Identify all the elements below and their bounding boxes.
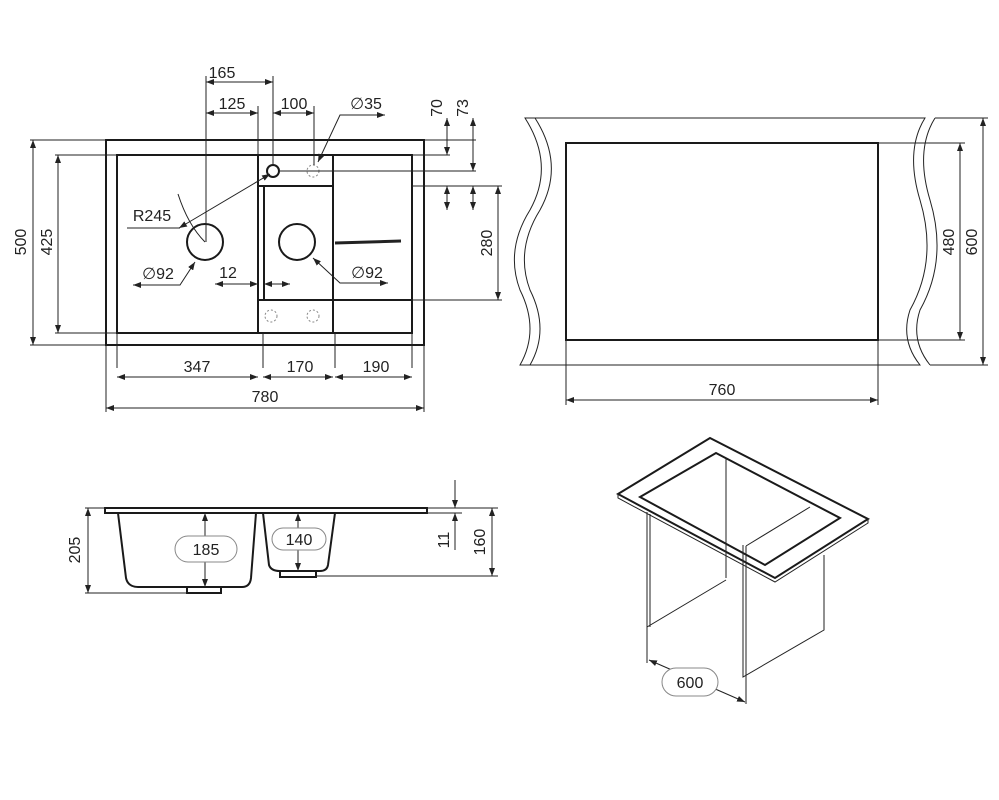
dim-480: 480 bbox=[941, 229, 958, 256]
dim-160: 160 bbox=[472, 529, 489, 556]
sink-deck bbox=[104, 507, 428, 514]
sink-outline bbox=[105, 139, 425, 346]
dim-205: 205 bbox=[67, 537, 84, 564]
dim-185: 185 bbox=[193, 542, 220, 559]
dim-140: 140 bbox=[286, 532, 313, 549]
dim-11: 11 bbox=[436, 532, 453, 549]
dim-425: 425 bbox=[39, 229, 56, 256]
cabinet-view: 600 bbox=[615, 436, 871, 704]
dim-600: 600 bbox=[964, 229, 981, 256]
cutout-rect bbox=[565, 142, 879, 341]
dim-760: 760 bbox=[709, 382, 736, 399]
dim-190: 190 bbox=[363, 359, 390, 376]
dim-73: 73 bbox=[455, 99, 472, 117]
drain-right bbox=[278, 223, 316, 261]
dim-165: 165 bbox=[209, 65, 236, 82]
dim-125: 125 bbox=[219, 96, 246, 113]
side-view: 185 140 205 11 160 bbox=[67, 480, 498, 594]
dim-92-right: ∅92 bbox=[351, 265, 383, 282]
top-view: 165 125 100 ∅35 70 73 500 425 280 R245 ∅… bbox=[13, 65, 502, 412]
dim-70: 70 bbox=[429, 99, 446, 117]
dim-500: 500 bbox=[13, 229, 30, 256]
inner-outline bbox=[116, 154, 413, 334]
cutout-view: 760 480 600 bbox=[513, 117, 988, 405]
dim-780: 780 bbox=[252, 389, 279, 406]
dim-600-cabinet: 600 bbox=[677, 675, 704, 692]
dim-r245: R245 bbox=[133, 208, 171, 225]
dim-92-left: ∅92 bbox=[142, 266, 174, 283]
drainer-groove bbox=[334, 239, 402, 245]
dim-12: 12 bbox=[219, 265, 237, 282]
dim-280: 280 bbox=[479, 230, 496, 257]
dim-100: 100 bbox=[281, 96, 308, 113]
countertop-outline bbox=[513, 117, 928, 366]
dim-347: 347 bbox=[184, 359, 211, 376]
dim-170: 170 bbox=[287, 359, 314, 376]
dim-35: ∅35 bbox=[350, 96, 382, 113]
